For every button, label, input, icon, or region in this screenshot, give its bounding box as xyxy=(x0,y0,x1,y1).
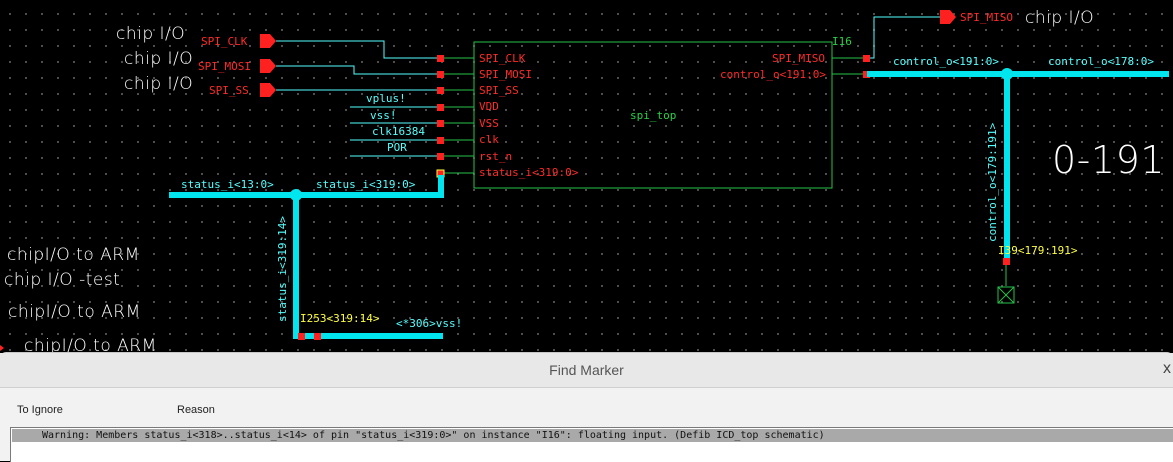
schematic-canvas[interactable]: chip I/O chip I/O chip I/O chip I/O chip… xyxy=(0,0,1173,352)
pin-square-i39 xyxy=(1003,258,1010,265)
find-marker-dialog: Find Marker x To Ignore Reason Warning: … xyxy=(0,352,1173,462)
pin-square-miso xyxy=(863,55,870,62)
anno-chip-io-1: chip I/O xyxy=(116,24,186,44)
inst-pin-2: SPI_SS xyxy=(479,84,519,97)
net-label-control-b: control_o<178:0> xyxy=(1048,55,1154,68)
pin-arrow-spi-ss xyxy=(260,83,276,97)
noconn-symbol-i39 xyxy=(997,286,1015,304)
pin-label-spi-mosi: SPI_MOSI xyxy=(198,60,251,73)
instance-name-i16: I16 xyxy=(832,35,852,48)
pin-label-spi-ss: SPI_SS xyxy=(209,84,249,97)
anno-chip-io-2: chip I/O xyxy=(124,49,194,69)
close-icon[interactable]: x xyxy=(1163,360,1171,377)
instance-cell-name: spi_top xyxy=(630,109,677,122)
net-label-vplus: vplus! xyxy=(366,92,406,105)
instance-label-i253: I253<319:14> xyxy=(300,312,380,325)
inst-pin-miso: SPI_MISO xyxy=(772,52,825,65)
net-label-por: POR xyxy=(387,141,407,154)
wire-spi-mosi xyxy=(276,65,440,75)
bus-junction-status xyxy=(290,189,302,201)
anno-chip-to-arm-1: chipI/O to ARM xyxy=(7,245,140,265)
pin-arrow-spi-miso xyxy=(940,10,956,24)
bus-junction-control xyxy=(1001,68,1013,80)
net-label-vss: vss! xyxy=(370,109,397,122)
inst-pin-0: SPI_CLK xyxy=(479,52,526,65)
net-label-clk: clk16384 xyxy=(372,125,425,138)
anno-range: 0-191 xyxy=(1052,138,1165,182)
pin-label-spi-miso: SPI_MISO xyxy=(960,11,1013,24)
pin-square-control xyxy=(863,71,870,78)
net-label-control-a: control_o<191:0> xyxy=(893,55,999,68)
wire-spi-miso xyxy=(870,16,940,59)
find-marker-title: Find Marker xyxy=(549,362,624,378)
inst-pin-3: VDD xyxy=(479,100,499,113)
pin-arrow-spi-clk xyxy=(260,34,276,48)
anno-chip-to-arm-3: chipI/O to ARM xyxy=(24,336,157,352)
inst-pin-4: VSS xyxy=(479,117,499,130)
schematic-drawing xyxy=(0,10,1169,351)
anno-chip-io-test: chip I/O -test xyxy=(4,270,121,290)
inst-pin-6: rst_n xyxy=(479,150,513,163)
net-label-control-sub: control_o<179:191> xyxy=(986,122,999,242)
pin-squares-left xyxy=(437,55,444,160)
net-label-vss-bus: <*306>vss! xyxy=(396,317,463,330)
pin-stubs-left xyxy=(440,57,866,174)
inst-pin-5: clk xyxy=(479,133,499,146)
instance-label-i39: I39<179:191> xyxy=(998,244,1078,257)
net-label-status-full: status_i<319:0> xyxy=(316,178,416,191)
pin-square-i253-a xyxy=(298,333,305,340)
inst-pin-control: control_o<191:0> xyxy=(720,68,826,81)
inst-pin-1: SPI_MOSI xyxy=(479,68,532,81)
wire-spi-clk xyxy=(276,40,440,59)
marker-list[interactable]: Warning: Members status_i<318>..status_i… xyxy=(10,427,1173,462)
net-label-status-short: status_i<13:0> xyxy=(181,178,274,191)
column-header-to-ignore[interactable]: To Ignore xyxy=(17,404,63,416)
pin-arrow-spi-mosi xyxy=(260,59,276,73)
instance-box-i16 xyxy=(473,41,833,189)
pin-square-i253-b xyxy=(314,333,321,340)
net-label-status-sub: status_i<319:14> xyxy=(276,216,289,322)
marker-row[interactable]: Warning: Members status_i<318>..status_i… xyxy=(12,429,1173,442)
anno-chip-to-arm-2: chipI/O to ARM xyxy=(8,302,141,322)
inst-pin-7: status_i<319:0> xyxy=(479,166,579,179)
anno-chip-io-3: chip I/O xyxy=(124,74,194,94)
offscreen-arrow xyxy=(0,345,4,351)
anno-chip-io-right: chip I/O xyxy=(1025,8,1095,28)
find-marker-titlebar[interactable]: Find Marker x xyxy=(0,353,1173,388)
bus-wires xyxy=(169,71,1169,339)
pin-label-spi-clk: SPI_CLK xyxy=(201,35,248,48)
column-header-reason[interactable]: Reason xyxy=(177,404,215,416)
